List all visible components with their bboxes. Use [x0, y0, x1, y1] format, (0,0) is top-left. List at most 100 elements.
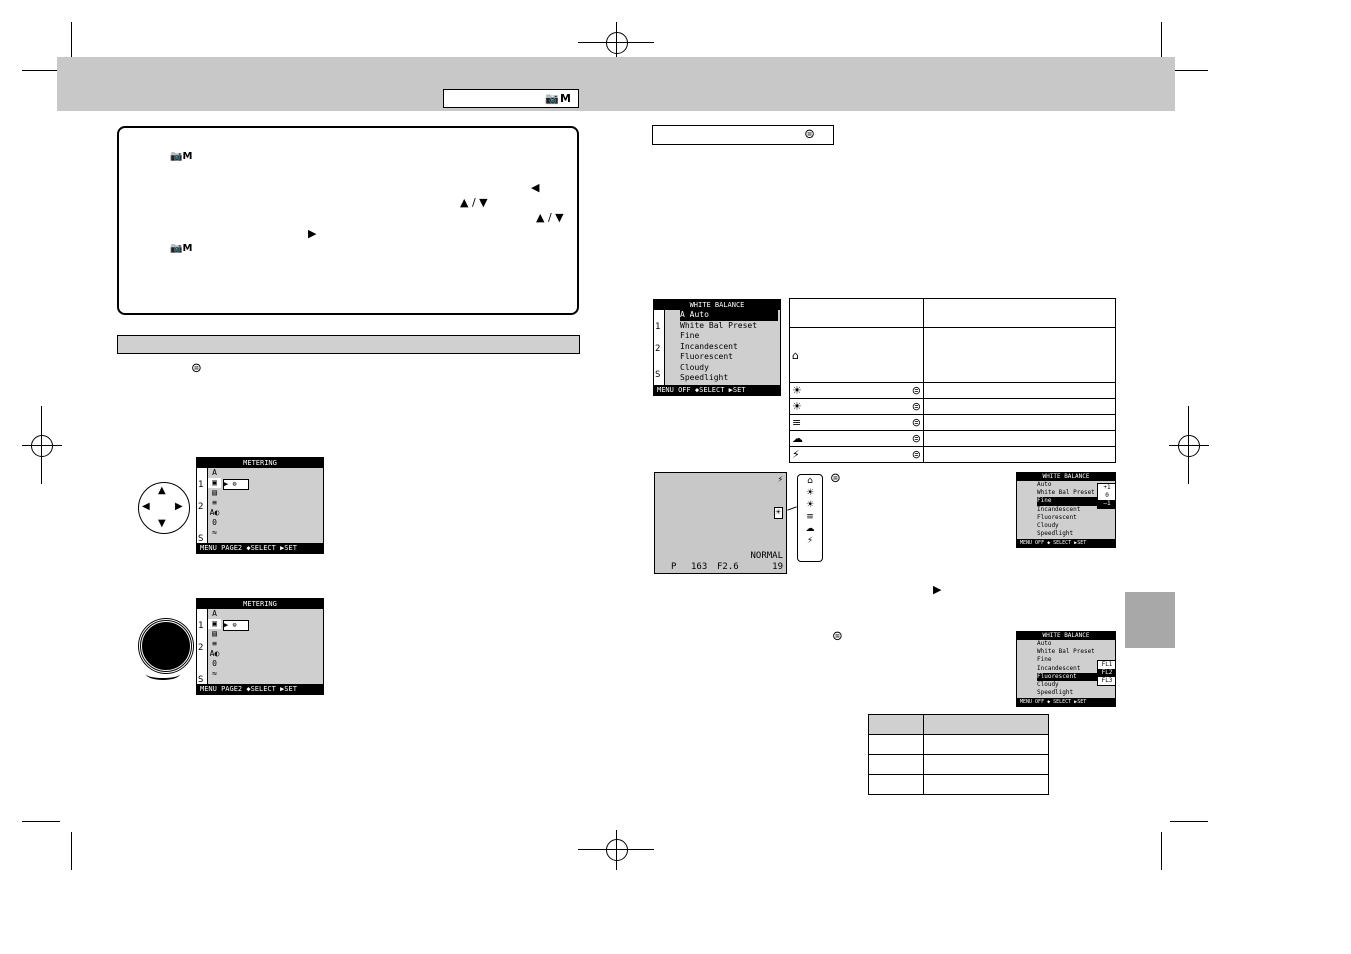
menu-item: Fine	[680, 331, 700, 340]
fluorescent-icon: ≡	[806, 512, 814, 522]
table-cell	[923, 382, 1116, 399]
page-tab: S	[198, 534, 204, 544]
page-tab: 1	[198, 621, 204, 631]
menu-item: Fine	[1037, 656, 1052, 664]
adjust-value: FL3	[1101, 677, 1113, 684]
cloudy-icon: ☁	[805, 524, 815, 534]
selection-cursor: ▶ ⊜	[223, 620, 249, 631]
command-dial-icon: ⊜	[911, 400, 921, 413]
menu-item: Cloudy	[680, 362, 709, 372]
command-dial-icon: ⊜	[911, 384, 921, 397]
menu-item: Fluorescent	[680, 352, 733, 361]
menu-icon: ≡	[212, 639, 217, 648]
preset-icon: ⌂	[807, 476, 813, 486]
table-cell	[923, 774, 1049, 795]
table-cell	[923, 327, 1116, 383]
page-tab: 1	[655, 322, 661, 332]
rotate-arrow-icon	[146, 668, 180, 680]
incandescent-icon: ☀	[792, 400, 802, 413]
menu-icon: A◐	[209, 649, 220, 658]
menu-item: Fluorescent	[1037, 672, 1113, 682]
left-arrow-icon: ◀	[531, 181, 540, 194]
fluorescent-icon: ≡	[792, 416, 802, 429]
command-dial-icon: ⊜	[804, 127, 815, 142]
adjustment-column: FL1 FL2 FL3	[1097, 660, 1115, 686]
command-dial-icon: ⊜	[911, 432, 921, 445]
camera-mode-icon: 📷M	[170, 243, 193, 254]
menu-footer: MENU OFF ◆ SELECT ▶SET	[1017, 698, 1115, 706]
table-cell	[923, 446, 1116, 463]
menu-item: Auto	[1037, 640, 1052, 647]
menu-item: Speedlight	[1037, 689, 1074, 697]
white-balance-icon-strip: ⌂ ☀ ☀ ≡ ☁ ⚡	[797, 474, 823, 562]
table-header-cell	[923, 298, 1116, 328]
crop-mark	[1161, 22, 1162, 60]
command-dial-icon: ⊜	[191, 361, 202, 376]
table-cell	[868, 734, 924, 755]
metering-menu-screen: METERING 1 2 S A ▣ ▤ ≡ A◐ 0 ≈ ▶ ⊜ MENU P…	[196, 457, 324, 554]
menu-title: WHITE BALANCE	[654, 300, 780, 310]
white-balance-title-box: ⊜	[652, 125, 834, 145]
page-tab: 2	[198, 502, 204, 512]
flash-icon: ⚡	[777, 475, 783, 485]
adjust-value: –1	[1098, 500, 1115, 508]
menu-items: A Auto White Bal Preset Fine Incandescen…	[680, 310, 778, 384]
white-balance-icon: ☀	[773, 507, 783, 519]
up-down-arrows-icon: ▲ / ▼	[536, 211, 564, 224]
crop-mark	[71, 832, 72, 870]
page-tab: 1	[198, 480, 204, 490]
page-tab: S	[198, 675, 204, 685]
speedlight-icon: ⚡	[792, 448, 800, 461]
menu-item: White Bal Preset	[680, 320, 758, 330]
aperture-label: F2.6	[717, 562, 739, 572]
menu-title: WHITE BALANCE	[1017, 632, 1115, 640]
fine-icon: ☀	[792, 384, 802, 397]
menu-icon: 0	[212, 659, 217, 668]
adjust-value: FL2	[1098, 669, 1115, 677]
menu-page-tabs: 1 2 S	[654, 310, 665, 385]
exposure-mode-label: P	[671, 562, 677, 572]
crop-mark	[1161, 832, 1162, 870]
monitor-display: ⚡ ☀ NORMAL P 163 F2.6 19	[654, 472, 787, 574]
crop-mark	[71, 22, 72, 60]
table-cell	[923, 430, 1116, 447]
frames-remaining-label: 19	[772, 562, 783, 572]
menu-icon: ▣	[208, 619, 221, 629]
table-cell	[868, 754, 924, 775]
table-cell	[923, 734, 1049, 755]
menu-title: METERING	[197, 458, 323, 468]
menu-item: Fluorescent	[1037, 513, 1077, 521]
table-cell: ⌂	[789, 327, 924, 383]
menu-icon: 0	[212, 518, 217, 527]
image-quality-label: NORMAL	[750, 551, 783, 561]
fine-icon: ☀	[805, 488, 815, 498]
crop-mark	[22, 70, 60, 71]
menu-item: Auto	[1037, 481, 1052, 488]
table-cell	[923, 414, 1116, 431]
menu-item: Fine	[1037, 497, 1113, 506]
table-header-cell	[868, 714, 924, 735]
camera-mode-icon: 📷M	[545, 92, 572, 105]
menu-item: Incandescent	[1037, 505, 1081, 513]
adjust-value: 0	[1105, 492, 1109, 499]
menu-item: Incandescent	[680, 341, 738, 351]
menu-icon: A◐	[209, 508, 220, 517]
menu-footer: MENU PAGE2 ◆SELECT ▶SET	[197, 543, 323, 553]
adjust-value: +1	[1103, 484, 1111, 491]
command-dial-icon: ⊜	[911, 448, 921, 461]
table-cell: ☁⊜	[789, 430, 924, 447]
command-dial-icon: ⊜	[832, 629, 843, 644]
metering-menu-screen: METERING 1 2 S A ▣ ▤ ≡ A◐ 0 ≈ ▶ ⊜ MENU P…	[196, 598, 324, 695]
table-header-cell	[789, 298, 924, 328]
menu-footer: MENU OFF ◆ SELECT ▶SET	[1017, 539, 1115, 547]
menu-item: Cloudy	[1037, 522, 1059, 530]
menu-footer: MENU OFF ◆SELECT ▶SET	[654, 385, 780, 395]
table-cell: ⚡⊜	[789, 446, 924, 463]
menu-page-tabs: 1 2 S	[197, 468, 208, 544]
right-arrow-icon: ▶	[933, 583, 942, 596]
shutter-speed-label: 163	[691, 562, 708, 572]
right-arrow-icon: ▶	[308, 227, 317, 240]
selection-cursor: ▶ ⊜	[223, 479, 249, 490]
menu-icon-column: A ▣ ▤ ≡ A◐ 0 ≈	[208, 468, 221, 543]
menu-items: Auto White Bal Preset Fine Incandescent …	[1037, 640, 1113, 697]
